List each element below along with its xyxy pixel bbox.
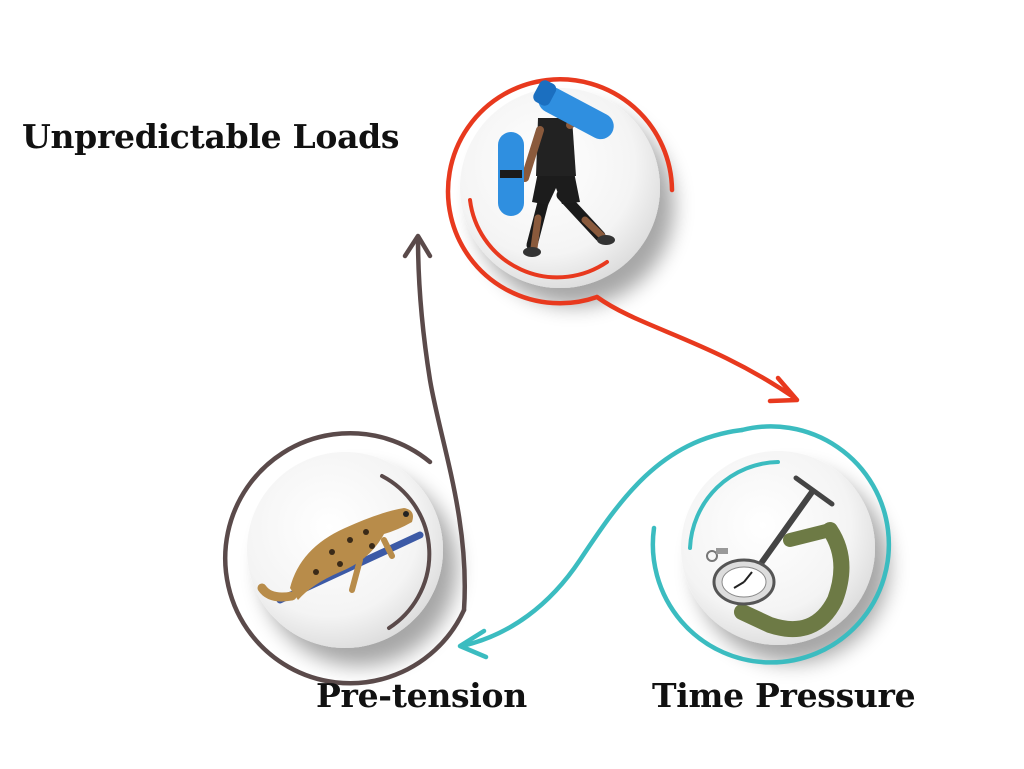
connector-curve	[594, 294, 798, 401]
clamp-stopwatch-illustration	[706, 475, 850, 638]
node-ring	[650, 424, 892, 665]
arrowhead-icon	[402, 233, 433, 259]
connector-right-to-left	[457, 427, 745, 660]
node-unpredictable-loads	[445, 77, 675, 306]
node-ring	[223, 431, 467, 686]
connector-left-to-top	[402, 233, 467, 613]
node-label-unpredictable-loads: Unpredictable Loads	[22, 117, 400, 156]
node-ring	[445, 77, 675, 306]
connector-curve	[459, 427, 745, 649]
arrowhead-icon	[457, 628, 489, 660]
node-inner-arc	[380, 474, 432, 630]
node-label-time-pressure: Time Pressure	[652, 676, 916, 715]
athlete-illustration	[498, 80, 615, 257]
snow-leopard-illustration	[257, 508, 424, 604]
node-inner-arc	[468, 198, 609, 280]
connector-top-to-right	[594, 294, 800, 404]
node-label-pre-tension: Pre-tension	[316, 676, 527, 715]
node-inner-arc	[688, 460, 780, 550]
arrowhead-icon	[767, 375, 800, 404]
node-time-pressure	[650, 424, 892, 665]
connector-curve	[415, 235, 467, 613]
node-pre-tension	[223, 431, 467, 686]
